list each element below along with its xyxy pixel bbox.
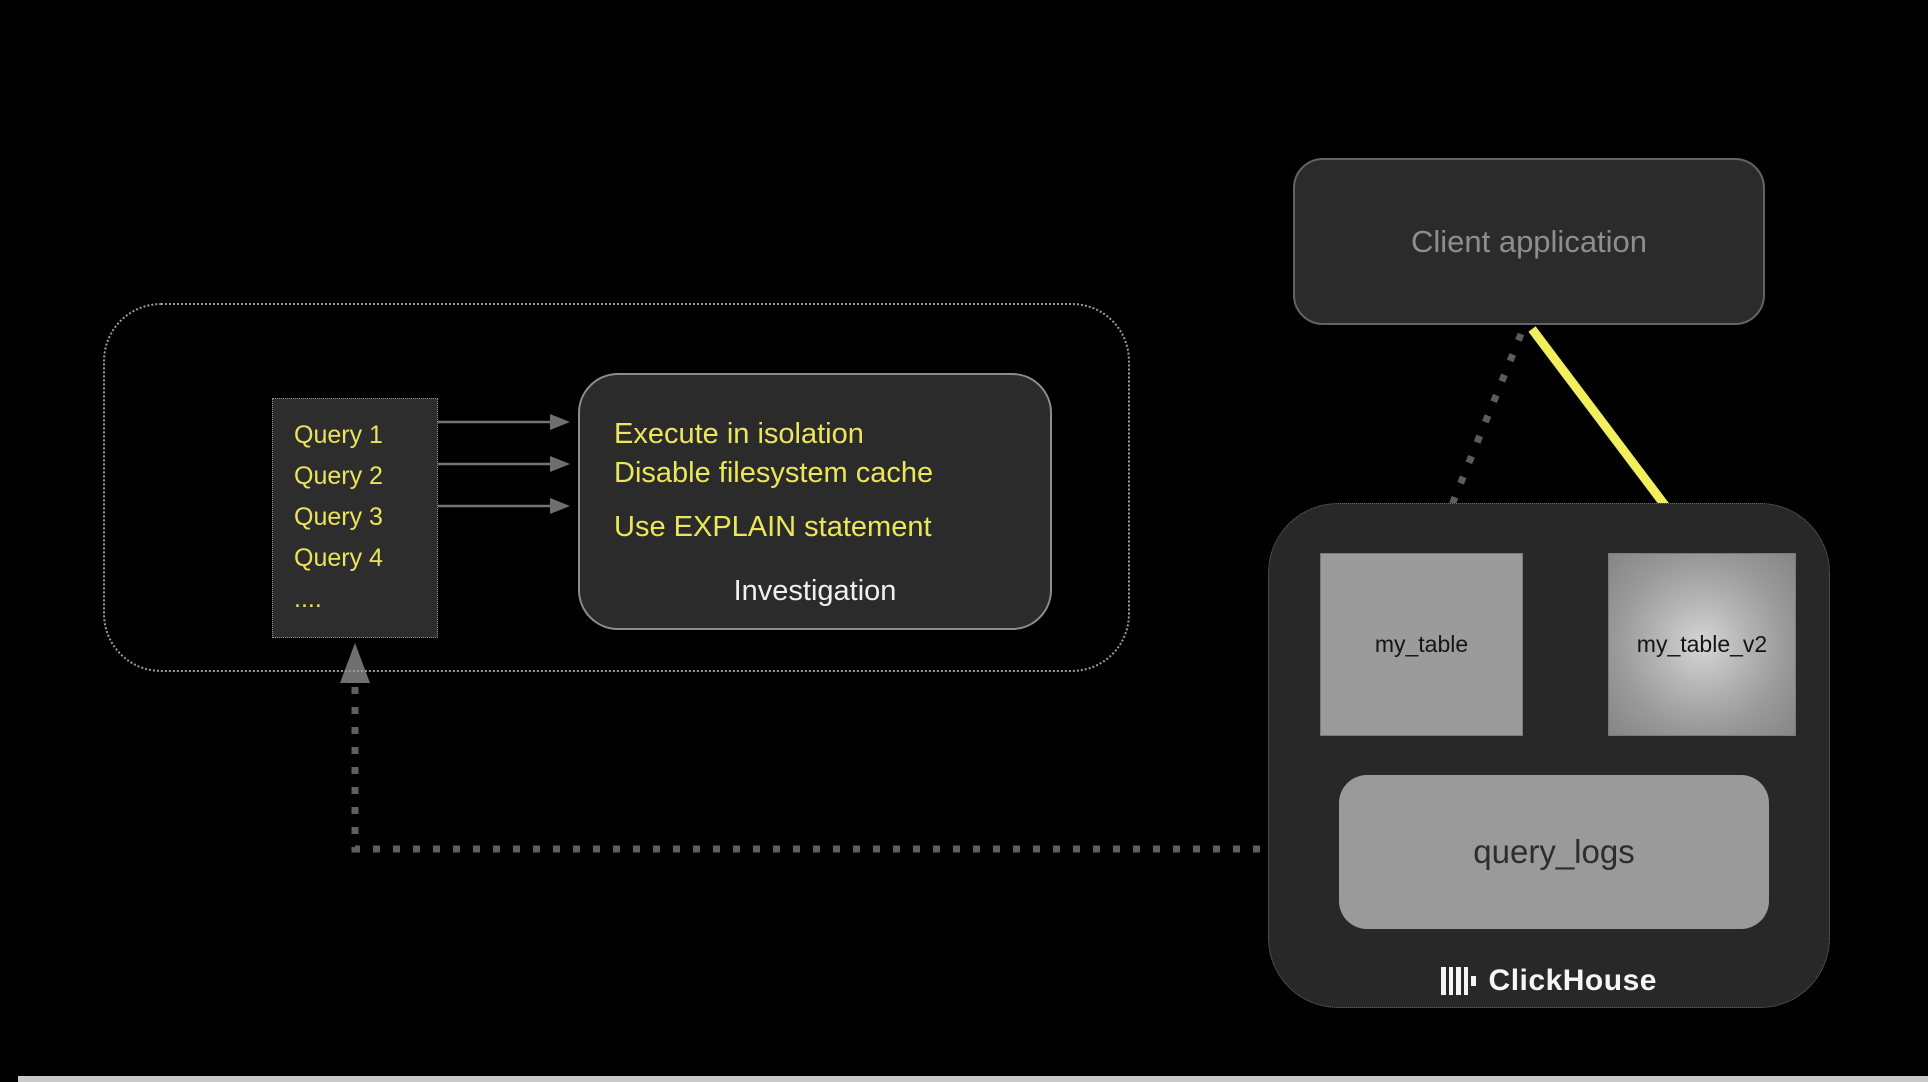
clickhouse-container: my_table my_table_v2 query_logs ClickHou… [1268, 503, 1830, 1008]
client-to-my-table-dotted-arrow [1435, 332, 1525, 547]
query-list-item-ellipsis: .... [294, 585, 322, 613]
investigation-box-title: Investigation [733, 575, 897, 607]
investigation-box: Execute in isolation Disable filesystem … [578, 373, 1052, 630]
client-application-label: Client application [1410, 223, 1648, 259]
investigation-tips: Execute in isolation Disable filesystem … [614, 415, 933, 547]
my-table-box: my_table [1320, 553, 1523, 736]
client-application-box: Client application [1293, 158, 1765, 325]
bottom-window-edge [18, 1076, 1928, 1082]
client-to-my-table-v2-arrow [1528, 326, 1703, 556]
my-table-label: my_table [1374, 631, 1469, 657]
query-list-item: Query 2 [294, 462, 383, 490]
investigation-tip: Disable filesystem cache [614, 457, 934, 489]
query-logs-label: query_logs [1473, 833, 1635, 870]
query-list-item: Query 4 [294, 544, 383, 572]
query-list-box: Query 1 Query 2 Query 3 Query 4 .... [272, 398, 438, 638]
clickhouse-brand: ClickHouse [1269, 964, 1829, 998]
query-list-item: Query 3 [294, 503, 383, 531]
investigation-group-outline [103, 303, 1130, 672]
investigation-tip: Execute in isolation [614, 418, 864, 450]
query-logs-to-query-list-dotted-arrow [340, 643, 1340, 853]
clickhouse-logo-icon [1441, 967, 1476, 995]
query-logs-box: query_logs [1339, 775, 1769, 929]
clickhouse-brand-label: ClickHouse [1488, 964, 1657, 997]
my-table-v2-box: my_table_v2 [1608, 553, 1796, 736]
investigation-tip: Use EXPLAIN statement [614, 511, 932, 543]
query-list-item: Query 1 [294, 421, 383, 449]
my-table-v2-label: my_table_v2 [1636, 631, 1768, 657]
